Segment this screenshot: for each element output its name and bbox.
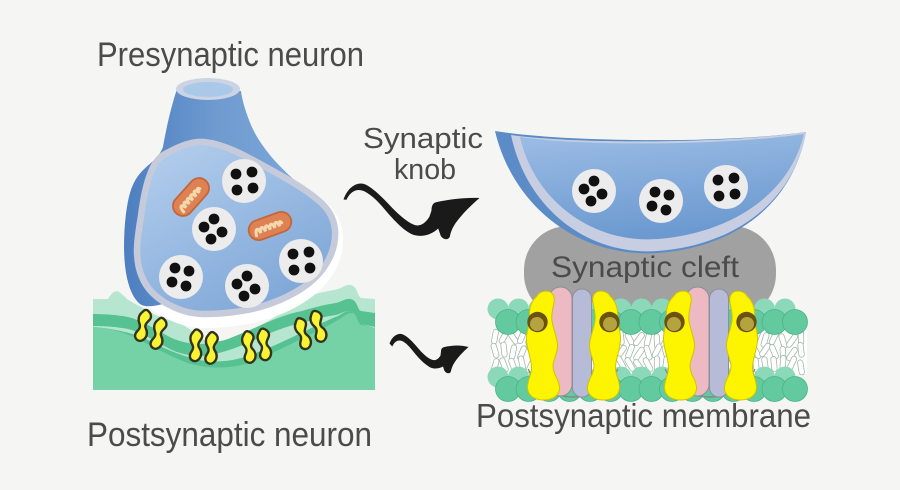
svg-text:Synaptic cleft: Synaptic cleft bbox=[551, 251, 740, 284]
svg-text:Presynaptic neuron: Presynaptic neuron bbox=[97, 36, 364, 74]
svg-text:Postsynaptic neuron: Postsynaptic neuron bbox=[87, 416, 372, 454]
svg-text:Synaptic: Synaptic bbox=[363, 123, 483, 155]
svg-text:knob: knob bbox=[394, 154, 456, 186]
svg-text:Postsynaptic membrane: Postsynaptic membrane bbox=[476, 397, 811, 434]
